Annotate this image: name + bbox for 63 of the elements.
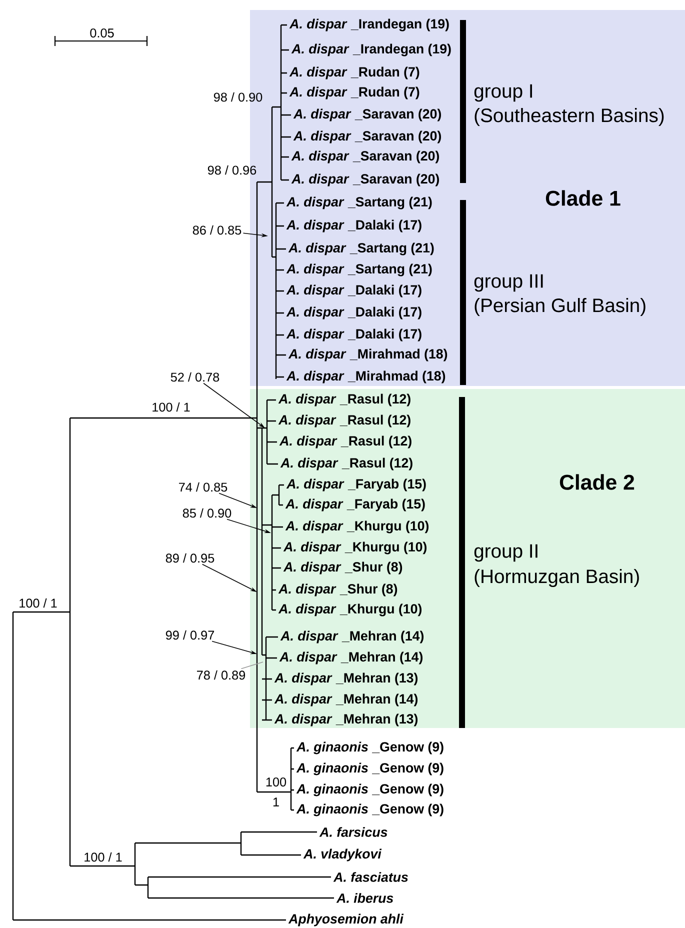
- taxon-label: A. farsicus: [319, 827, 388, 837]
- support-value: 100 / 1: [84, 852, 122, 862]
- taxon-label: A. dispar _Sartang (21): [286, 264, 432, 276]
- taxon-label: A. dispar _Mehran (14): [279, 652, 423, 664]
- taxon-label: A. dispar _Khurgu (10): [285, 520, 429, 534]
- taxon-label: A. dispar _Shur (8): [283, 562, 402, 574]
- taxon-label: A. dispar _Rasul (12): [278, 394, 410, 406]
- taxon-label: A. dispar _Dalaki (17): [286, 220, 422, 232]
- taxon-label: A. dispar _Rasul (12): [278, 414, 410, 428]
- group-label: group II: [474, 544, 538, 562]
- taxon-label: A. dispar _Dalaki (17): [286, 328, 422, 342]
- support-value: 52 / 0.78: [170, 372, 220, 382]
- taxon-label: A. dispar _Rudan (7): [289, 66, 420, 80]
- taxon-label: A. dispar _Shur (8): [278, 584, 398, 596]
- taxon-label: A. dispar _Saravan (20): [293, 108, 441, 122]
- group-label: group III: [474, 274, 543, 292]
- support-value: 100 / 1: [152, 402, 190, 412]
- support-value: 89 / 0.95: [166, 553, 214, 563]
- support-value: 74 / 0.85: [179, 482, 228, 492]
- group-label: (Hormuzgan Basin): [474, 569, 639, 588]
- taxon-label: A. ginaonis _Genow (9): [296, 784, 444, 796]
- taxon-label: A. vladykovi: [303, 848, 382, 862]
- support-value: 100 / 1: [20, 598, 57, 608]
- group-label: (Southeastern Basins): [474, 108, 664, 126]
- taxon-label: A. iberus: [336, 893, 394, 903]
- taxon-label: A. dispar _Rasul (12): [279, 436, 412, 448]
- taxon-label: A. dispar _Saravan (20): [291, 150, 439, 164]
- taxon-label: A. dispar _Irandegan (19): [289, 18, 449, 32]
- taxon-label: A. dispar _Faryab (15): [286, 478, 426, 492]
- taxon-label: A. dispar _Mirahmad (18): [286, 370, 446, 384]
- support-value: 86 / 0.85: [192, 225, 242, 235]
- group-label: group I: [474, 84, 532, 102]
- taxon-label: A. dispar _Dalaki (17): [286, 284, 422, 298]
- taxon-label: A. dispar _Khurgu (10): [283, 542, 427, 554]
- support-value: 1: [273, 798, 279, 806]
- taxon-label: A. dispar _Rudan (7): [289, 86, 420, 100]
- support-value: 100: [266, 778, 286, 786]
- scale-value: 0.05: [90, 28, 114, 38]
- taxon-label: A. dispar _Irandegan (19): [291, 44, 451, 56]
- support-value: 85 / 0.90: [182, 508, 232, 518]
- taxon-label: A. fasciatus: [333, 872, 408, 882]
- support-value: 98 / 0.90: [214, 92, 262, 102]
- taxon-label: A. dispar _Sartang (21): [288, 242, 434, 256]
- taxon-label: A. dispar _Mehran (14): [274, 694, 418, 706]
- taxon-label: A. ginaonis _Genow (9): [296, 762, 444, 776]
- taxon-label: A. dispar _Mehran (14): [280, 630, 424, 644]
- taxon-label: A. dispar _Dalaki (17): [286, 306, 422, 320]
- taxon-label: A. dispar _Saravan (20): [291, 174, 439, 186]
- group-label: (Persian Gulf Basin): [474, 298, 646, 316]
- taxon-label: A. ginaonis _Genow (9): [296, 742, 444, 754]
- taxon-label: A. dispar _Faryab (15): [285, 498, 425, 512]
- support-value: 98 / 0.96: [208, 165, 256, 175]
- taxon-label: A. dispar _Mehran (13): [274, 714, 418, 726]
- taxon-label: A. ginaonis _Genow (9): [296, 804, 444, 816]
- taxon-label: A. dispar _Sartang (21): [286, 196, 432, 210]
- support-value: 78 / 0.89: [197, 670, 246, 680]
- taxon-label: Aphyosemion ahli: [288, 914, 404, 926]
- taxon-label: A. dispar _Rasul (12): [280, 458, 412, 470]
- support-value: 99 / 0.97: [166, 630, 214, 640]
- taxon-label: A. dispar _Mirahmad (18): [288, 348, 448, 362]
- taxon-label: A. dispar _Mehran (13): [274, 672, 418, 686]
- taxon-label: A. dispar _Khurgu (10): [278, 604, 422, 616]
- taxon-label: A. dispar _Saravan (20): [293, 130, 441, 144]
